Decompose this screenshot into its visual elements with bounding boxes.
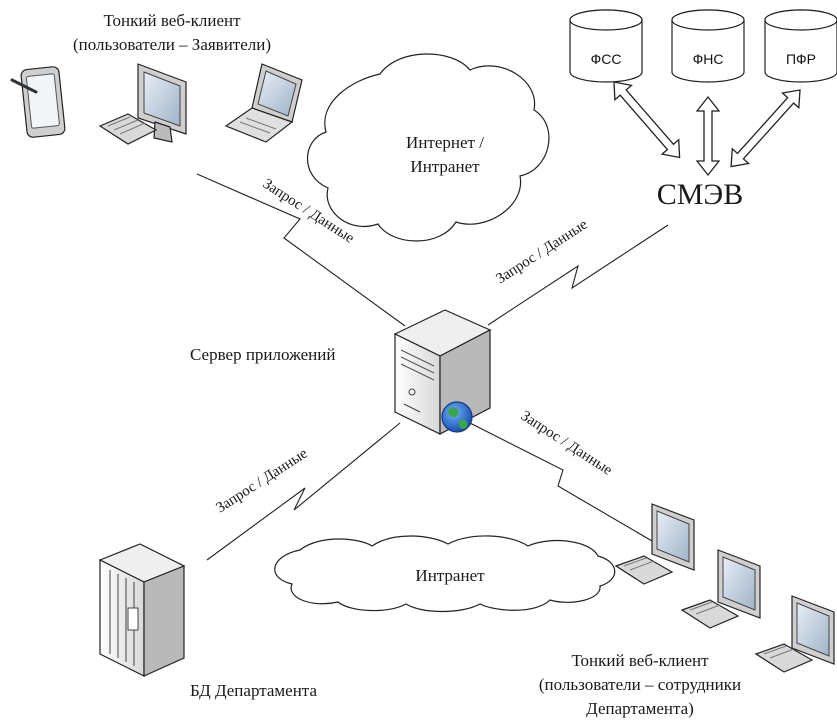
external-databases: ФСС ФНС ПФР [569, 9, 837, 83]
db-fss-icon: ФСС [569, 9, 643, 83]
db-label: БД Департамента [190, 681, 317, 700]
db-fns-icon: ФНС [671, 9, 745, 83]
bottom-clients-subtitle-2: Департамента) [586, 699, 694, 718]
link-bottom-right [467, 421, 653, 542]
db-fss-label: ФСС [591, 51, 622, 67]
intranet-cloud: Интранет [274, 535, 616, 613]
top-clients-title: Тонкий веб-клиент [103, 11, 241, 30]
internet-cloud-label-1: Интернет / [406, 133, 484, 152]
arrow-fss-smev-icon [613, 81, 681, 159]
db-pfr-label: ПФР [786, 51, 816, 67]
link-top-left [196, 173, 406, 327]
workstation-2-icon [680, 549, 761, 629]
db-fns-label: ФНС [693, 51, 724, 67]
bottom-clients-title: Тонкий веб-клиент [571, 651, 709, 670]
db-pfr-icon: ПФР [764, 9, 837, 83]
top-clients-subtitle: (пользователи – Заявители) [73, 35, 271, 54]
desktop-icon [98, 63, 187, 145]
smev-arrows [613, 81, 801, 177]
intranet-cloud-label: Интранет [415, 566, 485, 585]
arrow-pfr-smev-icon [730, 89, 801, 168]
internet-cloud-label-2: Интранет [410, 157, 480, 176]
link-bottom-left [206, 422, 401, 561]
app-server-icon [393, 309, 492, 435]
app-server-label: Сервер приложений [190, 345, 335, 364]
link-top-right [487, 224, 669, 326]
connection-lines [196, 173, 669, 561]
label-link-top-right: Запрос / Данные [493, 216, 590, 287]
label-link-bottom-right: Запрос / Данные [518, 408, 615, 479]
globe-icon [441, 401, 473, 433]
bottom-clients-subtitle: (пользователи – сотрудники [539, 675, 741, 694]
tablet-icon [10, 66, 66, 138]
workstation-1-icon [614, 503, 695, 585]
arrow-fns-smev-icon [695, 95, 721, 177]
workstation-3-icon [754, 595, 835, 673]
db-server-icon [98, 543, 186, 677]
smev-label: СМЭВ [657, 178, 744, 211]
laptop-icon [224, 63, 303, 143]
internet-cloud: Интернет / Интранет [306, 53, 550, 242]
